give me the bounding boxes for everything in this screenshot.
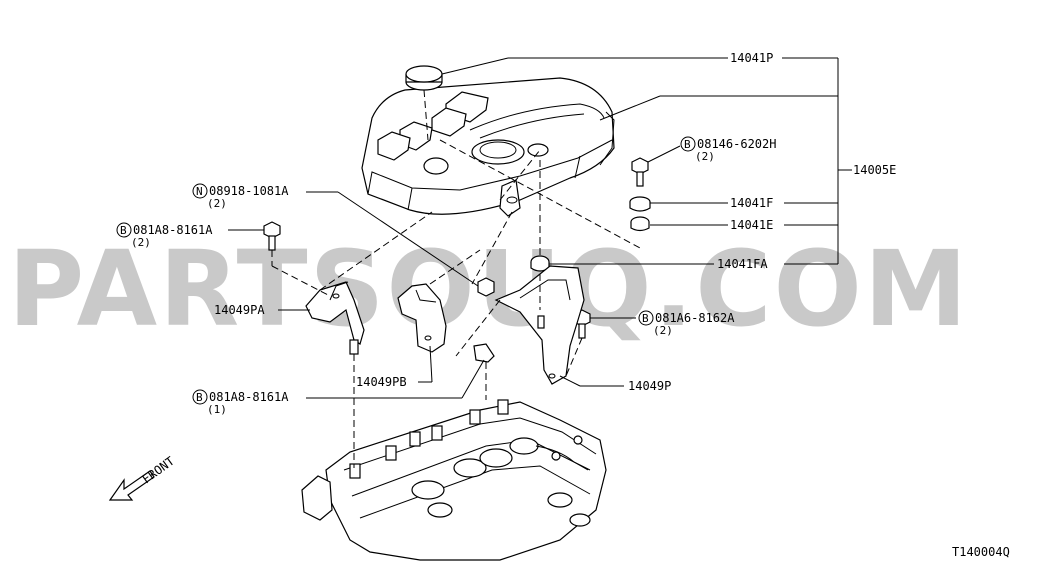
oil-filler-cap[interactable] xyxy=(405,65,443,91)
bolt-08146[interactable] xyxy=(631,157,649,187)
qty-081A6: (2) xyxy=(653,324,673,337)
label-14041F: 14041F xyxy=(730,196,773,210)
badge-b-081A6: B xyxy=(642,312,649,325)
bolt-081A8-bottom[interactable] xyxy=(473,343,495,363)
bracket-14049PB[interactable] xyxy=(397,283,447,353)
label-14041P: 14041P xyxy=(730,51,773,65)
label-14049PA: 14049PA xyxy=(214,303,265,317)
circled-n-badge xyxy=(192,183,208,199)
qty-08918: (2) xyxy=(207,197,227,210)
bracket-14049PA[interactable] xyxy=(305,281,365,355)
grommet-14041E[interactable] xyxy=(630,216,650,232)
circled-b-badge xyxy=(680,136,696,152)
engine-cover[interactable] xyxy=(361,77,615,217)
assembly-lines xyxy=(271,89,641,468)
label-14049PB: 14049PB xyxy=(356,375,407,389)
label-08918-1081A: 08918-1081A xyxy=(209,184,289,198)
circled-b-badge xyxy=(116,222,132,238)
label-081A6-8162A: 081A6-8162A xyxy=(655,311,735,325)
badge-b-081A8-bottom: B xyxy=(196,391,203,404)
leader-lines xyxy=(228,57,852,399)
grommet-14041F[interactable] xyxy=(629,196,651,212)
labels: 14041P 14005E B 08146-6202H (2) 14041F 1… xyxy=(116,51,896,416)
label-14049P: 14049P xyxy=(628,379,671,393)
front-arrow: FRONT xyxy=(108,454,177,501)
nut-08918[interactable] xyxy=(477,277,495,297)
label-14041FA: 14041FA xyxy=(717,257,768,271)
qty-081A8-bottom: (1) xyxy=(207,403,227,416)
label-08146-6202H: 08146-6202H xyxy=(697,137,776,151)
circled-b-badge xyxy=(638,310,654,326)
badge-b-081A8-top: B xyxy=(120,224,127,237)
label-14005E: 14005E xyxy=(853,163,896,177)
qty-08146: (2) xyxy=(695,150,715,163)
cylinder-head[interactable] xyxy=(301,399,607,561)
label-081A8-8161A-top: 081A8-8161A xyxy=(133,223,213,237)
circled-b-badge xyxy=(192,389,208,405)
bracket-14049P[interactable] xyxy=(494,265,585,385)
qty-081A8-top: (2) xyxy=(131,236,151,249)
label-14041E: 14041E xyxy=(730,218,773,232)
badge-n-08918: N xyxy=(196,185,203,198)
diagram-code: T140004Q xyxy=(952,545,1010,559)
label-081A8-8161A-bottom: 081A8-8161A xyxy=(209,390,289,404)
front-label: FRONT xyxy=(140,454,177,487)
badge-b-08146: B xyxy=(684,138,691,151)
